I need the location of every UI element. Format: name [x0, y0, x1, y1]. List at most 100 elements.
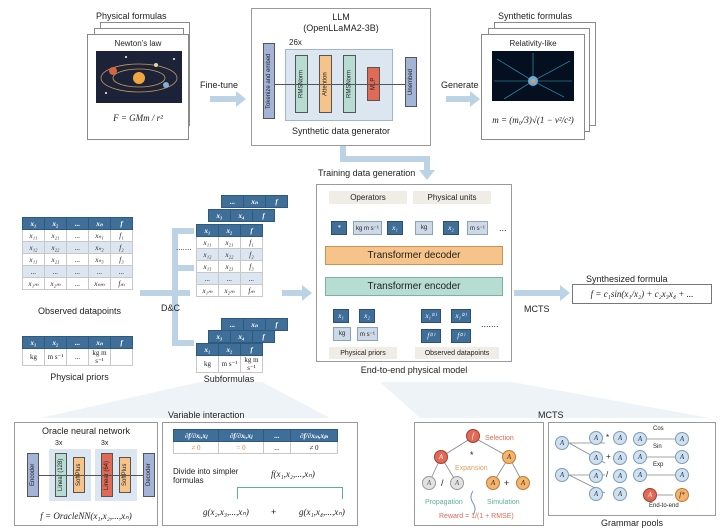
obs-cell: xₙ₃	[88, 253, 111, 266]
obs-h3: ...	[66, 217, 89, 230]
prior-token-x2: x₂	[359, 309, 375, 323]
mcts-star: *	[470, 450, 474, 460]
relativity-like-label: Relativity-like	[509, 39, 557, 48]
sub-cell: ...	[240, 272, 263, 285]
sub-cell: x₂₁	[218, 236, 241, 249]
sub-unit: m s⁻¹	[218, 355, 241, 373]
sub-cell: x₂ₘ	[218, 284, 241, 297]
subformulas-caption: Subformulas	[203, 374, 255, 384]
repeat-label: 26x	[289, 38, 302, 47]
fx-label: f(x₁,x₂,...,xₙ)	[271, 469, 315, 479]
sub-h: x₂	[218, 224, 241, 237]
grammar-pools-caption: Grammar pools	[600, 518, 663, 528]
mcts-node-a2: A	[502, 450, 516, 464]
mcts-node-a6: A	[516, 476, 530, 490]
mcts-title: MCTS	[538, 410, 564, 420]
obs-token-f1: f⁽¹⁾	[421, 329, 441, 343]
obs-cell: xₙ₁	[88, 229, 111, 242]
divide-line	[237, 487, 343, 488]
obs-h1: x₁	[22, 217, 45, 230]
synthesized-formula-title: Synthesized formula	[586, 274, 668, 284]
sub-u-back-h: f	[252, 330, 275, 343]
relativity-formula: m = (m₀/3)√(1 − v²/c²)	[492, 115, 574, 125]
gp-a12: A	[675, 432, 689, 446]
synthesized-formula: f = c₁sin(x₁/x₂) + c₂x₃x₄ + ...	[572, 284, 712, 304]
llm-flow-line	[275, 84, 405, 85]
newton-card: Newton's law F = GMm / r²	[87, 34, 189, 140]
finetune-arrowhead	[236, 91, 246, 107]
zoom-fans	[40, 382, 710, 418]
operators-label: Operators	[329, 191, 407, 204]
oracle-title: Oracle neural network	[41, 426, 131, 436]
simulation-label: Simulation	[487, 499, 520, 506]
gp-end-to-end: End-to-end	[649, 503, 679, 509]
transformer-encoder: Transformer encoder	[325, 277, 503, 296]
obs-cell: x₁₃	[22, 253, 45, 266]
sub-cell: x₁ₘ	[196, 284, 219, 297]
mcts-plus: +	[504, 478, 510, 488]
obs-cell: x₁ₘ	[22, 277, 45, 290]
token-unit-kgms: kg m s⁻¹	[353, 221, 382, 235]
tdg-arrow-h	[340, 156, 430, 162]
partial-1: ∂f/∂xᵢ,xⱼ	[173, 429, 219, 442]
sub-cell: x₁₂	[196, 248, 219, 261]
gp-a16: A	[675, 468, 689, 482]
partial-val-3: ...	[263, 441, 291, 454]
token-x1: x₁	[387, 221, 403, 235]
sub-cell: ...	[218, 272, 241, 285]
propagation-label: Propagation	[425, 499, 463, 506]
obs-cell: ...	[110, 265, 133, 278]
oracle-decoder: Decoder	[143, 453, 155, 497]
sub-u-back-h: f	[265, 318, 288, 331]
gp-a2: A	[555, 468, 569, 482]
generate-label: Generate	[441, 80, 479, 90]
gp-a14: A	[675, 450, 689, 464]
observed-datapoints-caption: Observed datapoints	[37, 306, 122, 316]
mcts-arrow	[514, 290, 560, 296]
mcts-node-a4: A	[450, 476, 464, 490]
sub-back-h: f	[252, 209, 275, 222]
sub-cell: ...	[196, 272, 219, 285]
unembed-block: Unembed	[405, 57, 417, 107]
sub-cell: f₃	[240, 260, 263, 273]
tdg-arrow-down2	[424, 156, 430, 170]
grammar-box: A A A * A A + A A / A A A A Cos A A Sin …	[548, 422, 716, 516]
tokenize-embed-block: Tokenize and embed	[263, 43, 275, 119]
dc-branch-1	[172, 228, 194, 234]
physical-units-label: Physical units	[413, 191, 491, 204]
pri-h4: xₙ	[88, 336, 111, 349]
prior-token-x1: x₁	[333, 309, 349, 323]
variable-interaction-title: Variable interaction	[168, 410, 245, 420]
pri-unit: kg m s⁻¹	[88, 348, 111, 366]
token-x2: x₂	[443, 221, 459, 235]
oracle-box: Oracle neural network 3x 3x Encoder Line…	[14, 422, 158, 526]
e2e-model-box: Operators Physical units * kg m s⁻¹ x₁ k…	[316, 184, 512, 362]
gp-a11: A	[633, 432, 647, 446]
g1-label: g(x₂,x₃,...,xₙ)	[203, 507, 249, 517]
sub-u-h: x₂	[218, 343, 241, 356]
token-unit-ms: m s⁻¹	[467, 221, 488, 235]
gp-a15: A	[633, 468, 647, 482]
mcts-arrowhead	[560, 285, 570, 301]
gp-plus: +	[606, 452, 611, 461]
obs-cell: f₂	[110, 241, 133, 254]
gp-a6: A	[613, 451, 627, 465]
gp-cos: Cos	[653, 426, 664, 432]
finetune-label: Fine-tune	[200, 80, 239, 90]
sub-u-back-h: x₄	[230, 330, 253, 343]
finetune-arrow	[210, 96, 236, 102]
plus-label: +	[271, 507, 277, 517]
obs-cell: ...	[22, 265, 45, 278]
dc-arrow	[140, 290, 190, 296]
obs-more: .......	[481, 319, 499, 329]
sub-u-back-h: xₙ	[243, 318, 266, 331]
rep2-label: 3x	[101, 440, 109, 447]
tdg-arrow-down	[340, 146, 346, 160]
gp-star: *	[606, 433, 610, 442]
gp-exp: Exp	[653, 462, 664, 468]
obs-cell: ...	[88, 265, 111, 278]
obs-cell: x₂₂	[44, 241, 67, 254]
mcts-node-a3: A	[422, 476, 436, 490]
